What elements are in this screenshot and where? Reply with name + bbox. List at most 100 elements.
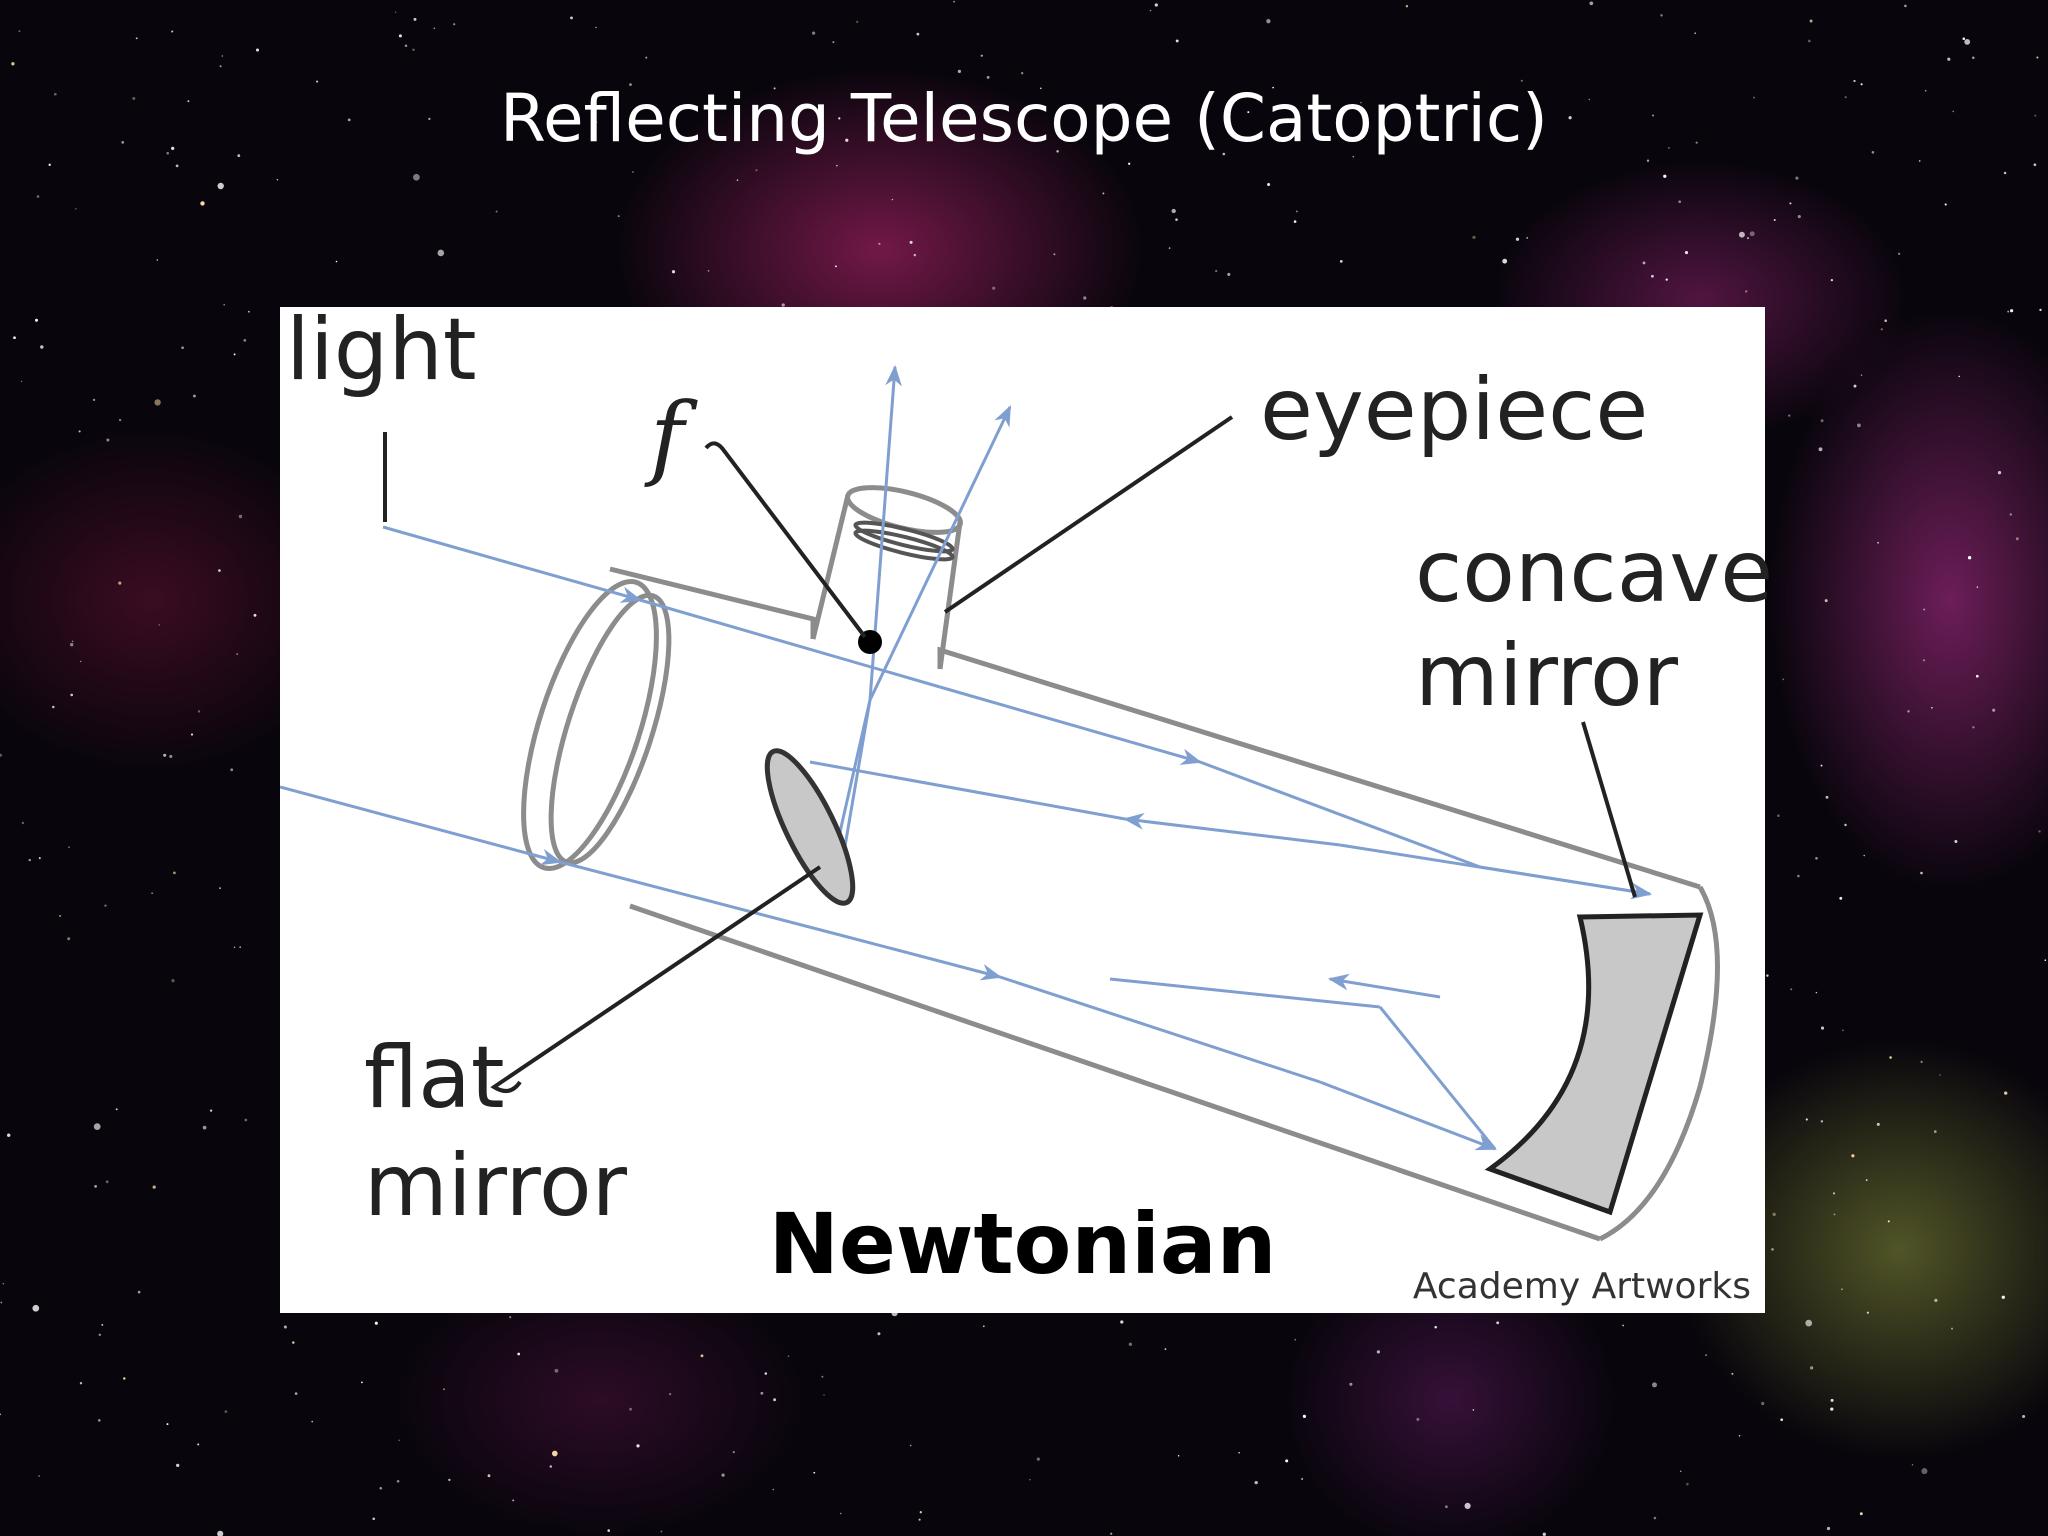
star [629,83,632,86]
star [1830,1398,1834,1402]
star [1815,856,1818,860]
star [335,260,338,263]
star [549,1465,553,1468]
star [34,318,39,322]
star [2015,537,2019,541]
star [1120,1320,1124,1324]
slide-title: Reflecting Telescope (Catoptric) [500,80,1548,157]
star [18,30,21,33]
star [1976,586,1979,588]
star [1934,1298,1938,1302]
star [101,1323,104,1326]
star [173,871,176,875]
star [106,438,110,442]
concave-mirror-leader-line [1581,721,1637,898]
star [13,336,16,340]
star [812,31,816,35]
star [98,1419,101,1422]
star [1944,203,1947,206]
flat-mirror-label-line1: flat [364,1028,505,1128]
star [52,705,55,709]
star [1653,1516,1657,1520]
star [21,821,25,825]
star [636,1444,640,1448]
star [1860,83,1863,86]
star [1853,384,1857,388]
star [209,1109,213,1112]
star [1954,840,1958,843]
star [1472,1409,1475,1411]
star [1820,1120,1824,1123]
star [123,1377,126,1380]
star [294,1392,298,1395]
star [1825,795,1829,799]
star [121,141,125,144]
star [394,11,397,13]
star [1651,274,1654,278]
star [1820,419,1824,423]
star [1964,39,1971,45]
focus-label: f [650,383,685,490]
star [36,195,40,198]
star [1663,174,1667,178]
star [1863,854,1865,857]
star [1947,57,1951,61]
star [1744,290,1748,293]
star [1830,1407,1834,1411]
star [79,1381,83,1385]
star [1865,1179,1868,1181]
star [1841,1288,1843,1291]
star [1918,160,1921,162]
star [1773,218,1776,222]
star [1526,237,1528,239]
star [1797,215,1801,219]
star [192,394,196,398]
star [238,514,243,519]
star [2036,56,2039,59]
star [244,1118,248,1122]
star [1972,726,1975,729]
star [1992,708,1996,712]
star [398,34,402,38]
star [1678,200,1682,204]
eyepiece-label: eyepiece [1260,360,1649,460]
star [1887,1220,1890,1223]
star [773,1398,777,1402]
concave-mirror-label-line1: concave [1415,522,1774,622]
star [1939,1074,1941,1076]
star [913,253,917,257]
star [1652,1382,1657,1388]
star [1154,3,1158,7]
star [2038,830,2041,833]
star [1349,1382,1353,1386]
star [181,346,184,350]
star [7,1133,11,1137]
star [223,303,225,306]
star [1021,72,1024,75]
star [1832,1192,1836,1195]
star [1445,1505,1448,1509]
star [1860,374,1863,376]
star [1897,252,1901,255]
star [836,164,838,167]
star [2033,163,2037,167]
star [992,286,996,290]
star [158,624,160,626]
star [764,1372,767,1375]
star [1295,210,1298,213]
tube-aperture-ring [521,579,672,871]
flat-mirror-label-line2: mirror [364,1136,627,1236]
star [118,418,122,422]
flat-mirror [764,748,856,906]
star [1568,116,1572,120]
star [495,210,498,213]
star [1588,98,1591,101]
telescope-diagram [280,364,1720,1242]
star [1416,1417,1420,1421]
star [982,1325,985,1328]
star [217,1530,224,1536]
star [94,1185,97,1188]
star [200,201,205,206]
star [1177,1454,1180,1457]
star [1997,471,2002,475]
